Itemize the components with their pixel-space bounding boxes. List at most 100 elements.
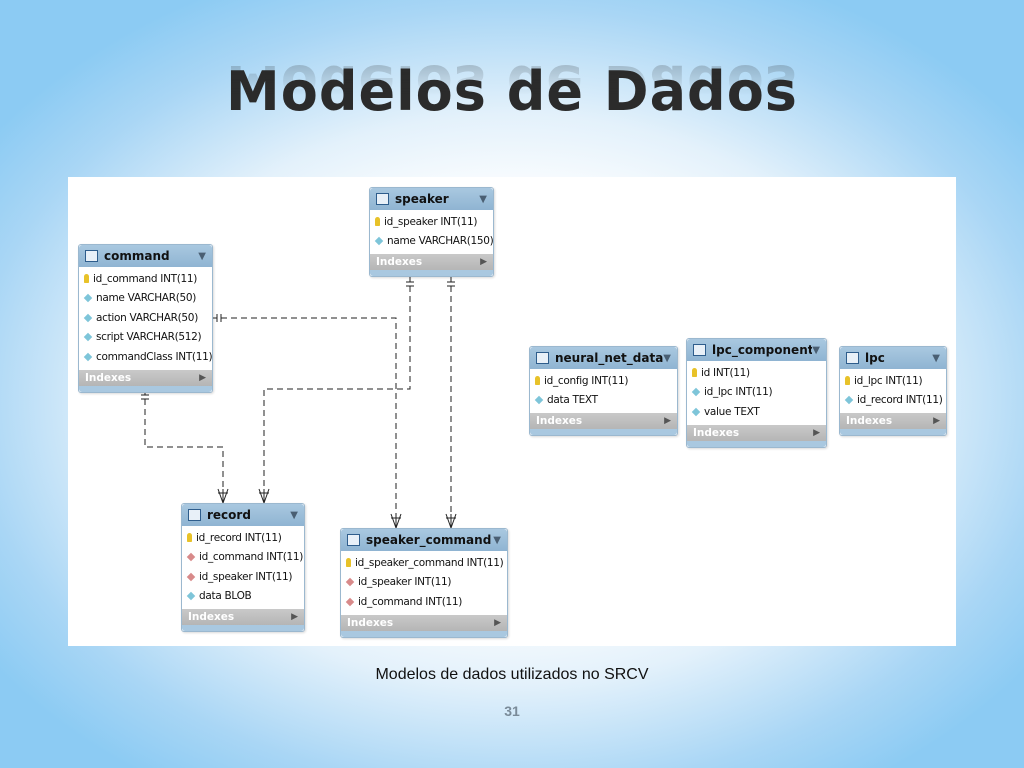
- column-row[interactable]: id_lpc INT(11): [840, 371, 946, 391]
- column-row[interactable]: id_speaker INT(11): [370, 212, 493, 232]
- indexes-section[interactable]: Indexes▶: [840, 413, 946, 429]
- foreign-key-icon: [345, 578, 355, 587]
- collapse-arrow-icon[interactable]: ▼: [493, 534, 501, 546]
- column-row[interactable]: action VARCHAR(50): [79, 308, 212, 328]
- column-row[interactable]: id_record INT(11): [182, 528, 304, 548]
- table-bottom-bar: [840, 429, 946, 435]
- table-lpc[interactable]: lpc ▼ id_lpc INT(11) id_record INT(11) I…: [839, 346, 947, 436]
- collapse-arrow-icon[interactable]: ▼: [198, 250, 206, 262]
- column-label: script VARCHAR(512): [96, 331, 202, 344]
- column-list: id_command INT(11) name VARCHAR(50) acti…: [79, 267, 213, 370]
- table-header[interactable]: neural_net_data ▼: [530, 347, 677, 369]
- slide-title: Modelos de Dados: [226, 60, 798, 123]
- collapse-arrow-icon[interactable]: ▼: [932, 352, 940, 364]
- attribute-icon: [83, 294, 93, 303]
- attribute-icon: [844, 396, 854, 405]
- table-bottom-bar: [341, 630, 507, 637]
- attribute-icon: [374, 237, 384, 246]
- table-record[interactable]: record ▼ id_record INT(11) id_command IN…: [181, 503, 305, 632]
- expand-arrow-icon[interactable]: ▶: [813, 427, 820, 438]
- table-command[interactable]: command ▼ id_command INT(11) name VARCHA…: [78, 244, 213, 393]
- collapse-arrow-icon[interactable]: ▼: [479, 193, 487, 205]
- column-row[interactable]: id_record INT(11): [840, 391, 946, 411]
- column-row[interactable]: id_speaker INT(11): [182, 567, 304, 587]
- foreign-key-icon: [186, 572, 196, 581]
- indexes-section[interactable]: Indexes ▶: [687, 424, 826, 441]
- column-label: id_command INT(11): [93, 272, 198, 285]
- table-lpc-component[interactable]: lpc_component ▼ id INT(11) id_lpc INT(11…: [686, 338, 827, 448]
- column-label: data TEXT: [547, 394, 598, 407]
- table-header[interactable]: speaker ▼: [370, 188, 493, 210]
- column-row[interactable]: value TEXT: [687, 402, 826, 422]
- indexes-label: Indexes: [693, 426, 740, 439]
- expand-arrow-icon[interactable]: ▶: [933, 416, 940, 426]
- table-name: speaker_command: [366, 533, 492, 547]
- column-label: id_command INT(11): [199, 551, 304, 564]
- column-row[interactable]: script VARCHAR(512): [79, 328, 212, 348]
- page-number: 31: [504, 703, 520, 719]
- column-row[interactable]: id_speaker INT(11): [341, 573, 507, 593]
- table-bottom-bar: [687, 440, 826, 447]
- table-header[interactable]: lpc ▼: [840, 347, 946, 369]
- column-row[interactable]: id_config INT(11): [530, 371, 677, 391]
- column-label: id_command INT(11): [358, 595, 463, 608]
- column-row[interactable]: data TEXT: [530, 391, 677, 411]
- column-row[interactable]: data BLOB: [182, 587, 304, 607]
- table-header[interactable]: record ▼: [182, 504, 304, 526]
- column-label: id_speaker INT(11): [358, 576, 452, 589]
- column-label: id_speaker INT(11): [199, 570, 293, 583]
- expand-arrow-icon[interactable]: ▶: [291, 612, 298, 622]
- column-label: value TEXT: [704, 405, 760, 418]
- table-header[interactable]: lpc_component ▼: [687, 339, 826, 361]
- one-marker-command-bottom: [141, 394, 149, 400]
- primary-key-icon: [346, 558, 351, 568]
- table-icon: [376, 193, 389, 205]
- table-icon: [693, 344, 706, 356]
- table-speaker[interactable]: speaker ▼ id_speaker INT(11) name VARCHA…: [369, 187, 494, 277]
- expand-arrow-icon[interactable]: ▶: [494, 617, 501, 628]
- indexes-label: Indexes: [188, 611, 235, 623]
- collapse-arrow-icon[interactable]: ▼: [812, 344, 820, 356]
- column-row[interactable]: id INT(11): [687, 363, 826, 383]
- column-row[interactable]: id_command INT(11): [182, 548, 304, 568]
- expand-arrow-icon[interactable]: ▶: [664, 416, 671, 426]
- collapse-arrow-icon[interactable]: ▼: [290, 509, 298, 521]
- primary-key-icon: [692, 368, 697, 378]
- table-name: lpc_component: [712, 343, 813, 357]
- table-header[interactable]: speaker_command ▼: [341, 529, 507, 551]
- column-row[interactable]: id_speaker_command INT(11): [341, 553, 507, 573]
- table-neural-net-data[interactable]: neural_net_data ▼ id_config INT(11) data…: [529, 346, 678, 436]
- indexes-section[interactable]: Indexes ▶: [182, 609, 304, 625]
- table-bottom-bar: [182, 625, 304, 631]
- rel-command-record: [144, 389, 224, 503]
- expand-arrow-icon[interactable]: ▶: [480, 257, 487, 267]
- column-list: id_record INT(11) id_command INT(11) id_…: [182, 526, 304, 609]
- table-name: lpc: [865, 351, 885, 365]
- column-row[interactable]: id_command INT(11): [79, 269, 212, 289]
- table-name: record: [207, 508, 251, 522]
- table-name: neural_net_data: [555, 351, 664, 365]
- column-list: id INT(11) id_lpc INT(11) value TEXT: [687, 361, 826, 425]
- table-icon: [536, 352, 549, 364]
- attribute-icon: [691, 407, 701, 416]
- indexes-section[interactable]: Indexes▶: [79, 369, 212, 386]
- expand-arrow-icon[interactable]: ▶: [199, 372, 206, 383]
- primary-key-icon: [535, 376, 540, 386]
- primary-key-icon: [187, 533, 192, 543]
- column-row[interactable]: id_command INT(11): [341, 592, 507, 612]
- column-row[interactable]: commandClass INT(11): [79, 347, 213, 367]
- column-row[interactable]: id_lpc INT(11): [687, 383, 826, 403]
- indexes-section[interactable]: Indexes▶: [341, 614, 507, 631]
- column-list: id_speaker_command INT(11) id_speaker IN…: [341, 551, 507, 615]
- indexes-section[interactable]: Indexes▶: [530, 413, 677, 429]
- one-marker-speaker-right: [447, 281, 455, 287]
- indexes-section[interactable]: Indexes▶: [370, 254, 493, 270]
- collapse-arrow-icon[interactable]: ▼: [663, 352, 671, 364]
- column-row[interactable]: name VARCHAR(50): [79, 289, 212, 309]
- column-row[interactable]: name VARCHAR(150): [370, 232, 494, 252]
- primary-key-icon: [845, 376, 850, 386]
- table-header[interactable]: command ▼: [79, 245, 212, 267]
- primary-key-icon: [84, 274, 89, 284]
- slide-title-wrap: Modelos de Dados: [0, 60, 1024, 123]
- table-speaker-command[interactable]: speaker_command ▼ id_speaker_command INT…: [340, 528, 508, 638]
